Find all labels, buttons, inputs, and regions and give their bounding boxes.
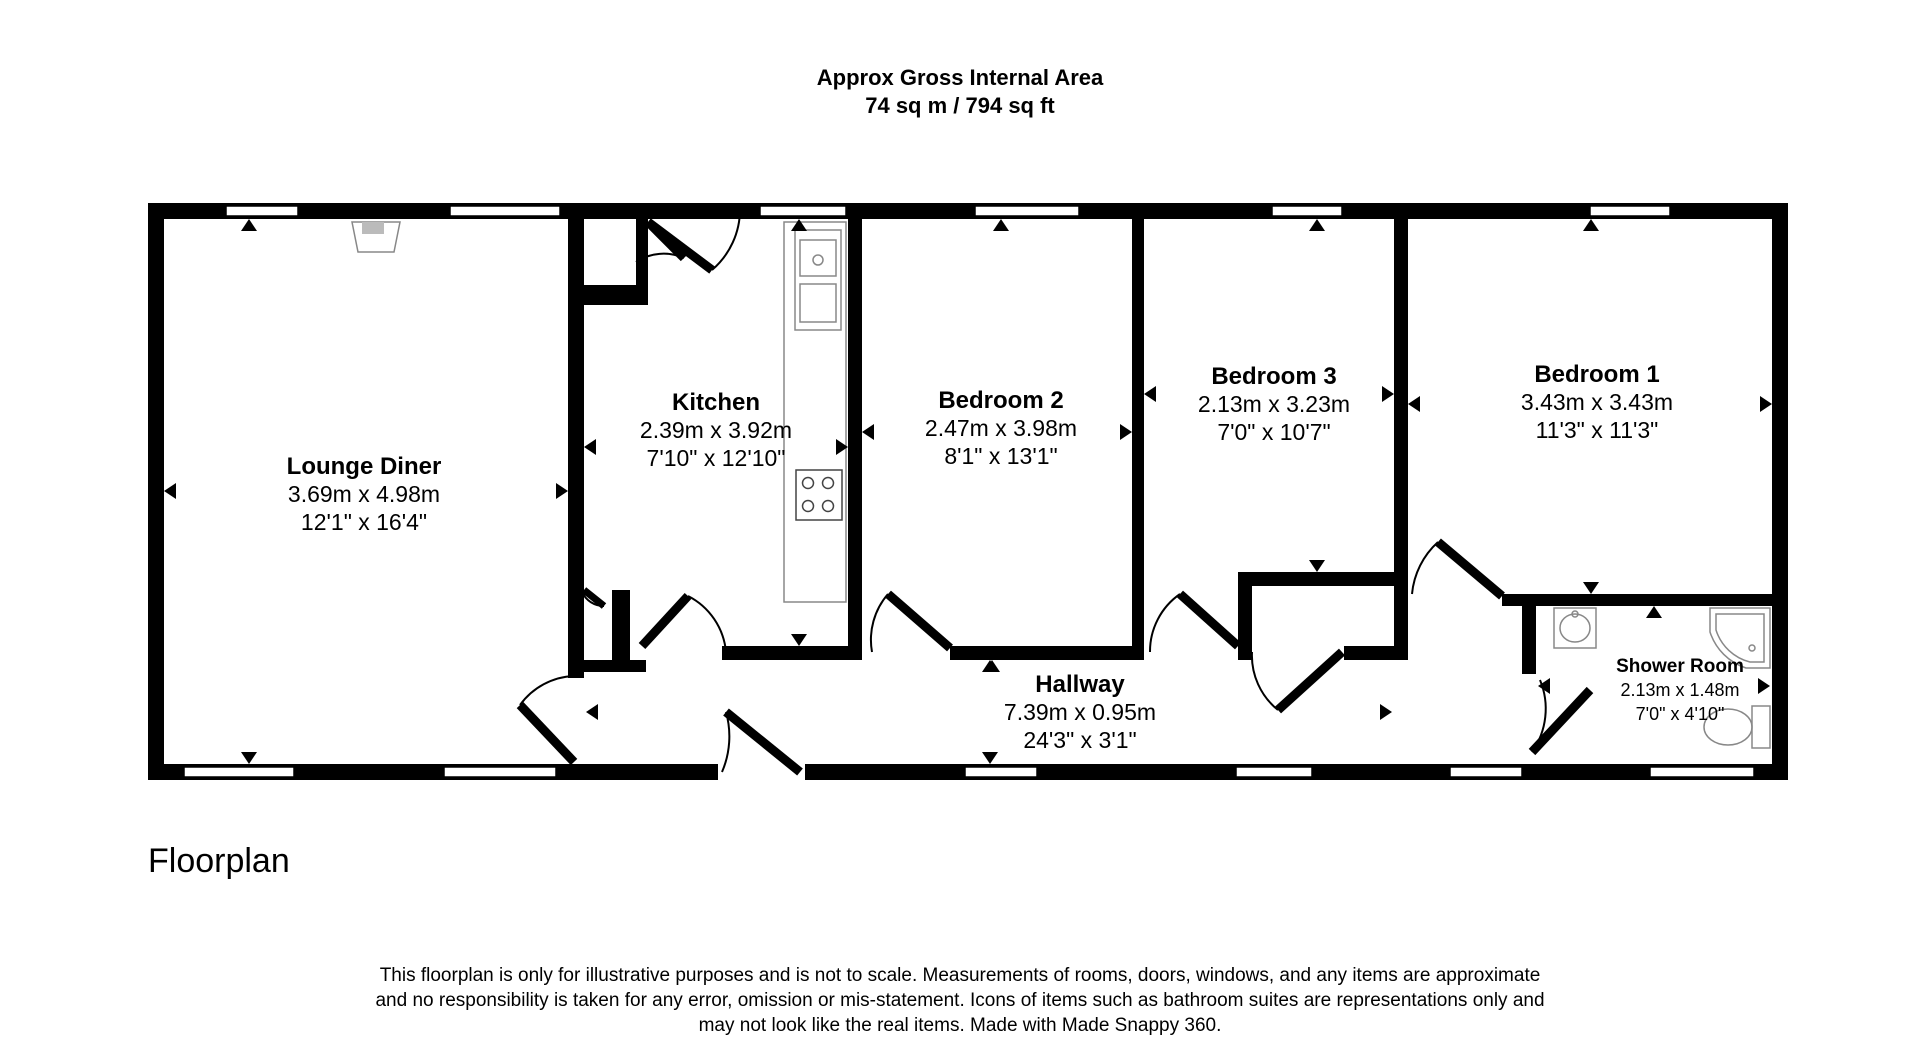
dimension-arrows	[164, 219, 1772, 764]
room-size-metric: 7.39m x 0.95m	[1004, 699, 1156, 725]
disclaimer-line: This floorplan is only for illustrative …	[379, 965, 1541, 986]
room-name: Hallway	[1035, 671, 1125, 698]
room-size-imperial: 7'0" x 4'10"	[1636, 704, 1725, 724]
room-size-imperial: 12'1" x 16'4"	[301, 509, 427, 535]
disclaimer-text: This floorplan is only for illustrative …	[290, 963, 1630, 1038]
windows	[183, 205, 1755, 778]
room-name: Bedroom 2	[938, 387, 1063, 414]
room-label-bedroom-1: Bedroom 1 3.43m x 3.43m 11'3" x 11'3"	[1521, 361, 1673, 443]
room-size-metric: 2.13m x 1.48m	[1620, 680, 1739, 700]
room-size-metric: 3.69m x 4.98m	[288, 481, 440, 507]
floorplan-label: Floorplan	[148, 842, 290, 880]
room-size-imperial: 11'3" x 11'3"	[1536, 417, 1659, 443]
room-name: Kitchen	[672, 389, 760, 416]
hob-icon	[795, 469, 843, 521]
fireplace-icon	[351, 221, 401, 253]
doors	[516, 208, 1594, 776]
room-size-metric: 2.47m x 3.98m	[925, 415, 1077, 441]
area-title: Approx Gross Internal Area	[816, 65, 1104, 90]
room-label-kitchen: Kitchen 2.39m x 3.92m 7'10" x 12'10"	[640, 389, 792, 471]
room-name: Bedroom 1	[1534, 361, 1659, 388]
room-size-metric: 2.13m x 3.23m	[1198, 391, 1350, 417]
room-label-shower-room: Shower Room 2.13m x 1.48m 7'0" x 4'10"	[1616, 656, 1744, 724]
room-size-imperial: 7'0" x 10'7"	[1217, 419, 1330, 445]
room-size-metric: 2.39m x 3.92m	[640, 417, 792, 443]
area-header: Approx Gross Internal Area 74 sq m / 794…	[660, 64, 1260, 120]
kitchen-worktop	[783, 221, 847, 603]
room-size-imperial: 7'10" x 12'10"	[647, 445, 786, 471]
room-size-metric: 3.43m x 3.43m	[1521, 389, 1673, 415]
room-size-imperial: 8'1" x 13'1"	[944, 443, 1057, 469]
room-label-bedroom-2: Bedroom 2 2.47m x 3.98m 8'1" x 13'1"	[925, 387, 1077, 469]
room-size-imperial: 24'3" x 3'1"	[1023, 727, 1136, 753]
room-name: Shower Room	[1616, 656, 1744, 677]
area-value: 74 sq m / 794 sq ft	[865, 93, 1055, 118]
room-name: Bedroom 3	[1211, 363, 1336, 390]
interior-walls	[568, 203, 1772, 678]
room-name: Lounge Diner	[287, 453, 442, 480]
disclaimer-line: and no responsibility is taken for any e…	[375, 990, 1545, 1011]
room-label-hallway: Hallway 7.39m x 0.95m 24'3" x 3'1"	[1004, 671, 1156, 753]
shower-tray-icon	[1709, 607, 1771, 669]
washbasin-icon	[1553, 607, 1597, 649]
toilet-icon	[1703, 705, 1771, 749]
room-label-lounge-diner: Lounge Diner 3.69m x 4.98m 12'1" x 16'4"	[287, 453, 442, 535]
disclaimer-line: may not look like the real items. Made w…	[698, 1015, 1222, 1036]
room-label-bedroom-3: Bedroom 3 2.13m x 3.23m 7'0" x 10'7"	[1198, 363, 1350, 445]
sink-icon	[794, 229, 842, 331]
